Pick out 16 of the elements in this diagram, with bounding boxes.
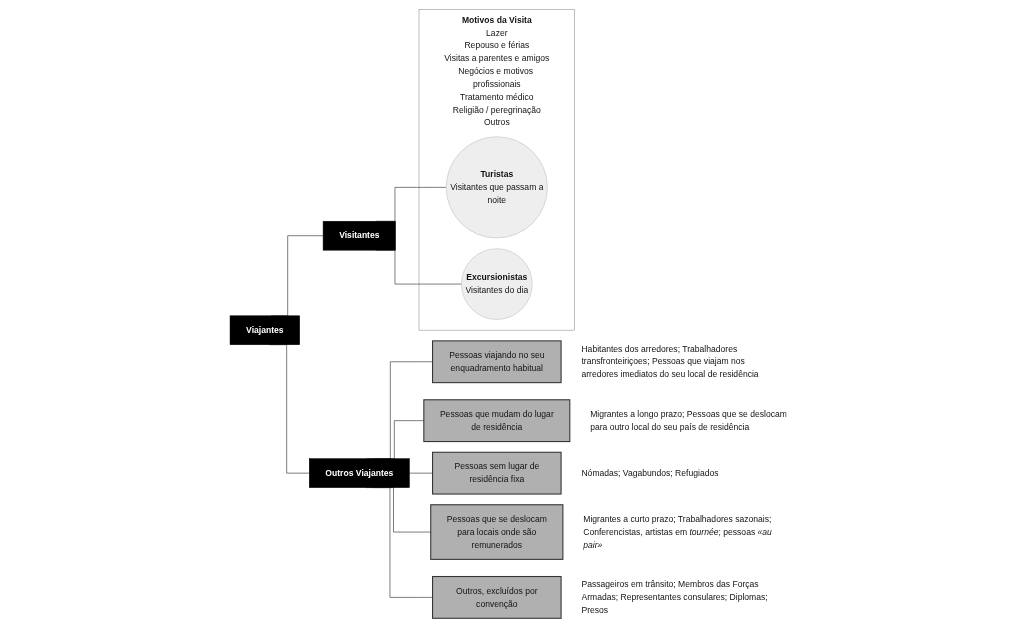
node-circle: Excursionistas Visitantes do dia [461,248,533,320]
node-label: Passageiros em trânsito; Membros das Forças Armadas; Representantes consulares; Diplomas; Presos [581,579,768,615]
node-box: Pessoas viajando no seu enquadramento habitual [432,340,562,384]
node-label: Migrantes a longo prazo; Pessoas que se deslocam para outro local do seu país de residência [590,409,787,432]
node-label: Migrantes a curto prazo; Trabalhadores sazonais; Conferencistas, artistas em tournée; pessoas «au pair» [583,514,772,550]
node-box: Outros, excluídos por convenção [432,576,562,619]
connector [409,472,433,474]
node-label: Nómadas; Vagabundos; Refugiados [581,468,719,478]
node-box: Pessoas que mudam do lugar de residência [423,399,571,443]
node-box: Outros Viajantes [309,458,410,488]
node-label: Habitantes dos arredores; Trabalhadores transfronteiriçoes; Pessoas que viajam nos arredores imediatos do seu local de residência [581,344,759,379]
node-box: Viajantes [229,315,300,345]
node-circle: Turistas Visitantes que passam a noite [445,136,548,239]
node-box: Visitantes [322,221,396,251]
node-box: Pessoas sem lugar de residência fixa [432,451,562,495]
node-box: Pessoas que se deslocam para locais onde são remunerados [430,504,564,560]
